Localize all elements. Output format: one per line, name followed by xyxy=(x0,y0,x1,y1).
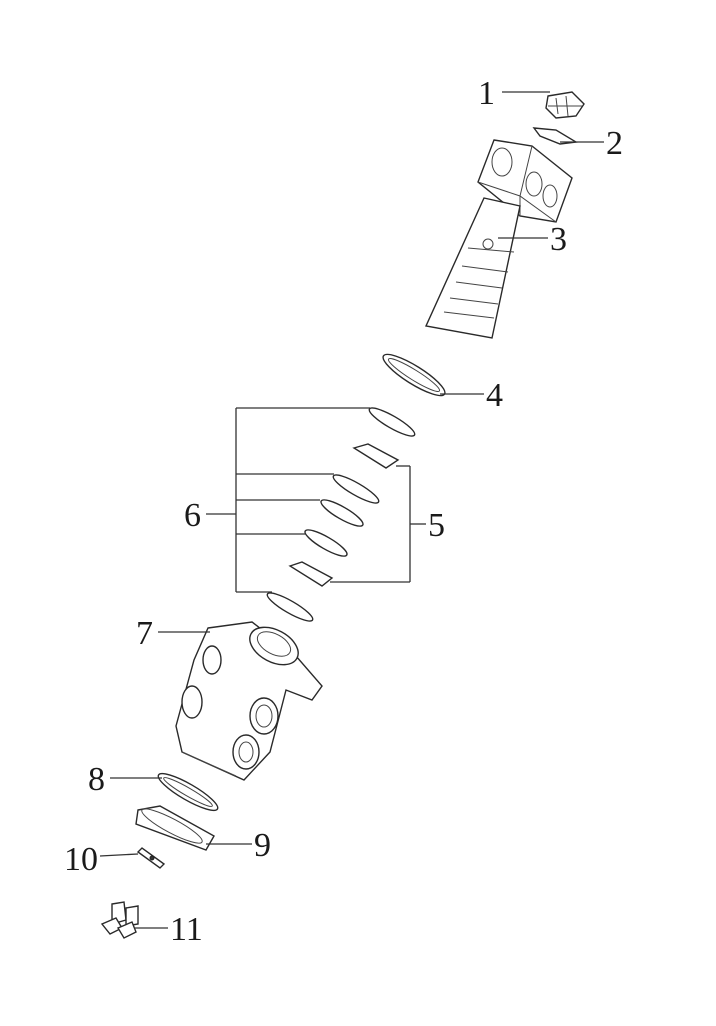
callout-2: 2 xyxy=(606,125,623,162)
callout-4: 4 xyxy=(486,377,503,414)
part-6-ring-c xyxy=(320,499,364,527)
callout-1: 1 xyxy=(478,75,495,112)
callout-10: 10 xyxy=(64,841,98,878)
callout-3: 3 xyxy=(550,221,567,258)
leader-lines xyxy=(99,91,604,929)
part-2-washer xyxy=(532,127,579,145)
part-10-pin xyxy=(136,847,166,869)
part-5-backup-ring-a xyxy=(352,443,400,469)
part-5-backup-ring-b xyxy=(288,561,334,587)
part-4-oring xyxy=(382,353,446,397)
callout-8: 8 xyxy=(88,761,105,798)
part-6-ring-a xyxy=(368,407,416,437)
part-3-spool xyxy=(424,139,573,339)
part-9-end-cap xyxy=(135,805,215,851)
callout-7: 7 xyxy=(136,615,153,652)
callout-5: 5 xyxy=(428,507,445,544)
part-8-oring xyxy=(157,772,219,812)
part-6-ring-e xyxy=(266,592,314,622)
part-1-nut xyxy=(545,91,585,119)
part-11-bolts xyxy=(100,901,139,939)
callout-11: 11 xyxy=(170,911,203,948)
part-6-ring-d xyxy=(304,529,348,557)
callout-9: 9 xyxy=(254,827,271,864)
part-7-housing xyxy=(175,621,323,781)
part-6-ring-b xyxy=(332,474,380,504)
callout-6: 6 xyxy=(184,497,201,534)
